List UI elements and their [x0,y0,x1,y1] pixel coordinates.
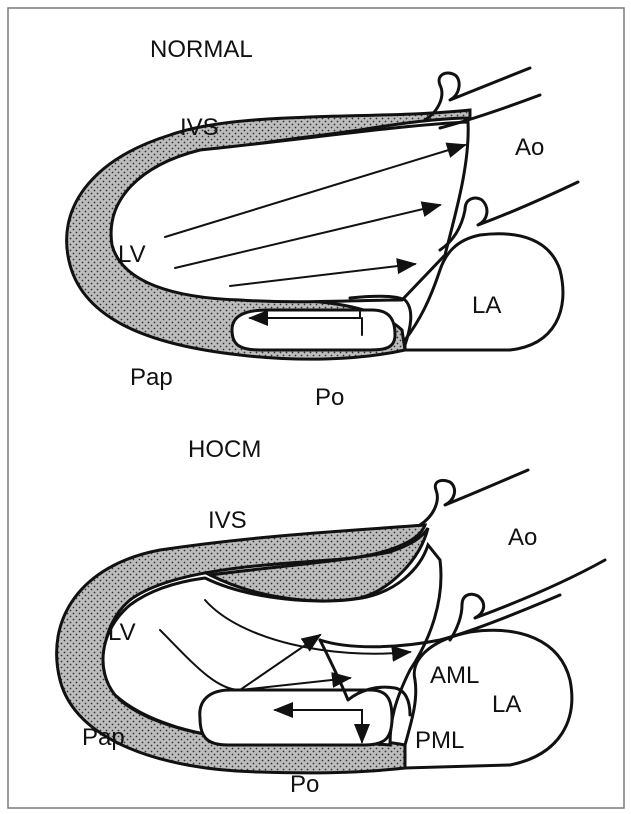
normal-panel: NORMAL IVS Ao LV LA Pap Po [67,36,578,411]
hocm-label-po: Po [290,771,319,798]
hocm-label-ivs: IVS [208,507,247,534]
hocm-aorta [420,470,528,525]
normal-label-la: LA [472,292,501,319]
hocm-label-pap: Pap [82,724,125,751]
normal-label-lv: LV [118,241,146,268]
normal-label-ao: Ao [515,134,544,161]
normal-papillary-box [232,310,395,350]
normal-label-po: Po [315,384,344,411]
normal-label-pap: Pap [130,364,173,391]
hocm-label-ao: Ao [508,524,537,551]
normal-title: NORMAL [150,36,253,63]
normal-label-ivs: IVS [180,114,219,141]
hocm-label-aml: AML [430,662,479,689]
hocm-label-pml: PML [415,727,464,754]
hocm-title: HOCM [188,436,261,463]
hocm-panel: HOCM IVS Ao LV AML LA PML Pap Po [57,436,605,798]
hocm-papillary-box [200,690,392,745]
hocm-label-lv: LV [108,619,136,646]
hocm-label-la: LA [492,691,521,718]
